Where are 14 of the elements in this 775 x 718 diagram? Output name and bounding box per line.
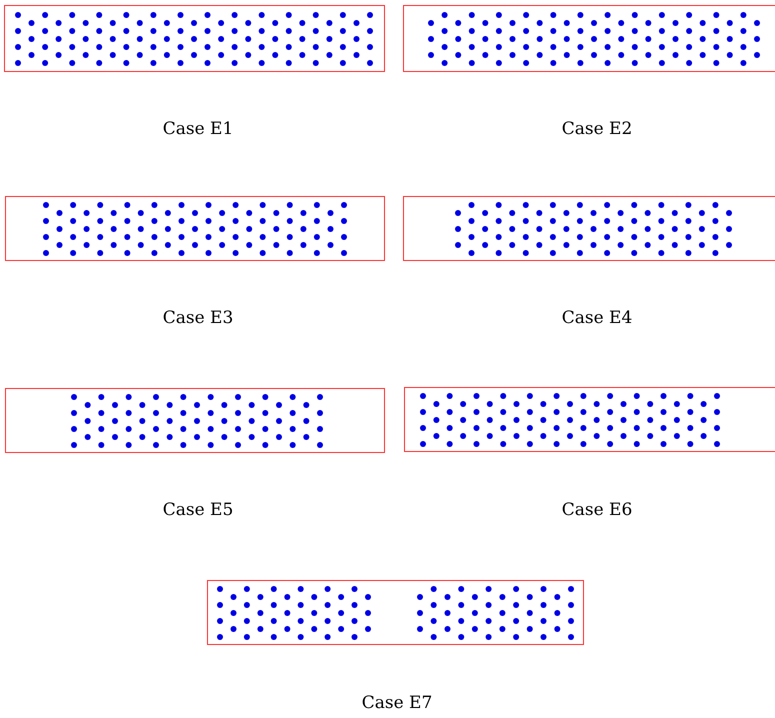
dot-array-box	[5, 388, 385, 453]
case-caption: Case E2	[562, 119, 632, 139]
dot-array-box	[4, 5, 385, 72]
dot-array-box	[403, 196, 775, 261]
case-caption: Case E7	[362, 693, 432, 713]
case-caption: Case E4	[562, 308, 632, 328]
case-caption: Case E1	[162, 119, 234, 139]
dot-array-box	[404, 387, 775, 452]
dot-array-box	[207, 580, 584, 645]
dot-array-box	[5, 196, 385, 261]
case-caption: Case E5	[162, 500, 234, 520]
dot-array-box	[403, 5, 775, 72]
case-caption: Case E6	[562, 500, 632, 520]
case-caption: Case E3	[162, 308, 234, 328]
